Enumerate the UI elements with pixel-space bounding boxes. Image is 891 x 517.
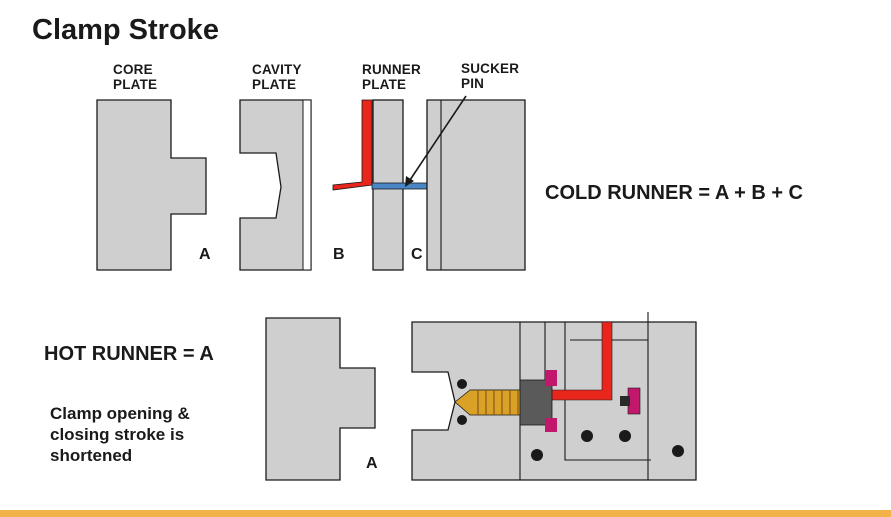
sucker-pin-label: SUCKER PIN [461, 61, 520, 91]
cooling-hole [672, 445, 684, 457]
accent-bar [0, 510, 891, 517]
core-plate-label: CORE PLATE [113, 62, 158, 92]
gap-c-label: C [411, 246, 423, 263]
cooling-hole [457, 415, 467, 425]
magenta-seal-top [545, 370, 557, 386]
cavity-plate-strip [302, 99, 312, 271]
pointer-arrowhead [405, 176, 414, 187]
gap-b-label: B [333, 246, 345, 263]
runner-plate-label: RUNNER PLATE [362, 62, 421, 92]
core-plate [96, 99, 207, 271]
cavity-plate [239, 99, 312, 271]
cooling-hole [531, 449, 543, 461]
hot-runner-equation: HOT RUNNER = A [44, 343, 214, 365]
cooling-hole [619, 430, 631, 442]
cooling-hole [581, 430, 593, 442]
fixed-plate [426, 99, 526, 271]
cold-runner-equation: COLD RUNNER = A + B + C [545, 182, 803, 204]
locator-bolt [620, 396, 630, 406]
sucker-pin-pointer [409, 95, 467, 181]
hot-cavity-plate [411, 321, 697, 481]
magenta-seal-bottom [545, 418, 557, 432]
hot-gap-a-label: A [366, 455, 378, 472]
cooling-hole [457, 379, 467, 389]
nozzle-body-dark [519, 379, 553, 426]
hot-core-plate [265, 317, 376, 481]
gap-a-label: A [199, 246, 211, 263]
slide-title: Clamp Stroke [32, 14, 219, 46]
cavity-plate-label: CAVITY PLATE [252, 62, 302, 92]
nozzle-heater-coils [477, 390, 527, 415]
hot-runner-note: Clamp opening & closing stroke is shorte… [50, 404, 190, 465]
runner-sprue-red [332, 99, 373, 191]
